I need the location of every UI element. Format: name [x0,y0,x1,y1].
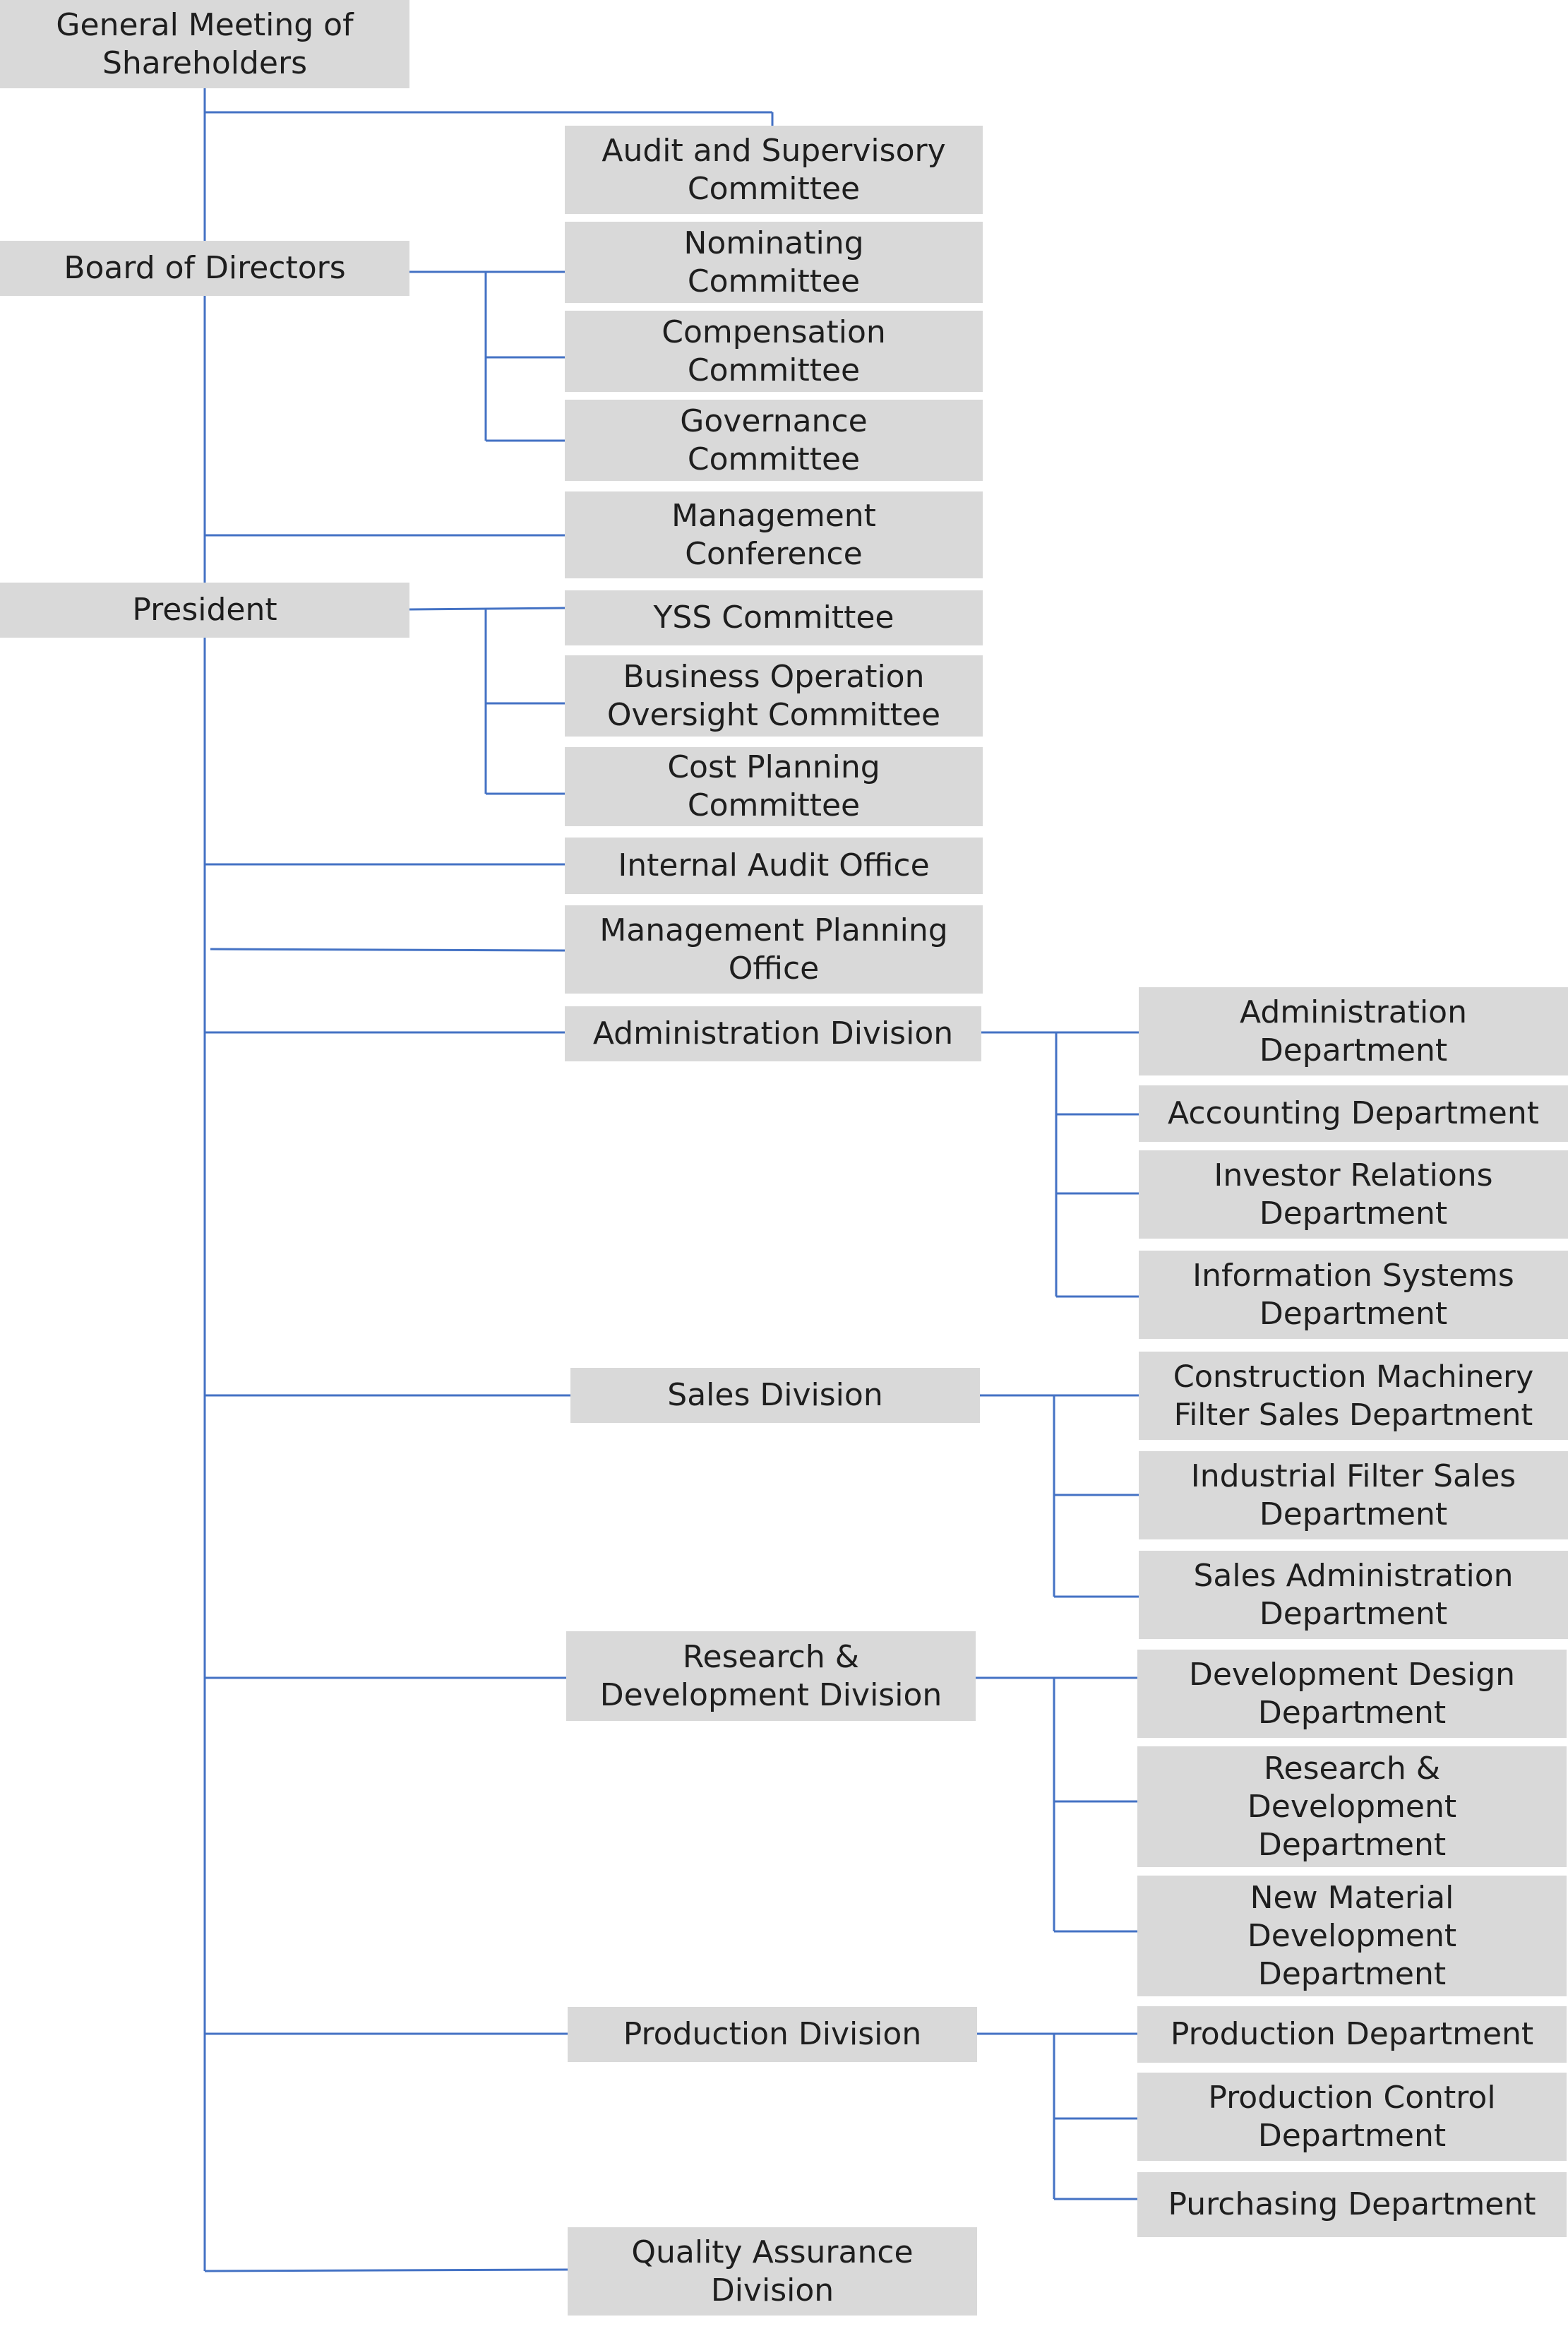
node-administration-department: Administration Department [1139,987,1568,1075]
node-management-conference: Management Conference [565,491,983,578]
node-investor-relations-department: Investor Relations Department [1139,1150,1568,1239]
node-construction-machinery-filter-sales-department: Construction Machinery Filter Sales Depa… [1139,1352,1568,1440]
node-sales-division: Sales Division [570,1368,980,1423]
node-rd-division: Research & Development Division [566,1631,976,1721]
node-shareholders: General Meeting of Shareholders [0,0,409,88]
node-business-operation-oversight-committee: Business Operation Oversight Committee [565,655,983,737]
node-administration-division: Administration Division [565,1006,981,1061]
node-compensation-committee: Compensation Committee [565,311,983,392]
node-industrial-filter-sales-department: Industrial Filter Sales Department [1139,1451,1568,1539]
node-production-department: Production Department [1137,2006,1567,2063]
node-management-planning-office: Management Planning Office [565,905,983,994]
node-development-design-department: Development Design Department [1137,1650,1567,1738]
node-purchasing-department: Purchasing Department [1137,2172,1567,2237]
node-yss-committee: YSS Committee [565,590,983,645]
node-governance-committee: Governance Committee [565,400,983,481]
node-rd-department: Research & Development Department [1137,1746,1567,1867]
node-nominating-committee: Nominating Committee [565,222,983,303]
node-production-division: Production Division [568,2007,977,2062]
node-president: President [0,583,409,638]
node-sales-administration-department: Sales Administration Department [1139,1551,1568,1639]
connector-line [210,948,565,952]
node-cost-planning-committee: Cost Planning Committee [565,747,983,826]
connector-line [409,607,565,611]
node-production-control-department: Production Control Department [1137,2073,1567,2161]
node-internal-audit-office: Internal Audit Office [565,838,983,894]
node-new-material-development-department: New Material Development Department [1137,1876,1567,1996]
node-information-systems-department: Information Systems Department [1139,1251,1568,1339]
connector-line [204,2268,568,2272]
node-board-of-directors: Board of Directors [0,241,409,296]
node-audit-supervisory-committee: Audit and Supervisory Committee [565,126,983,214]
node-accounting-department: Accounting Department [1139,1085,1568,1142]
node-quality-assurance-division: Quality Assurance Division [568,2227,977,2316]
